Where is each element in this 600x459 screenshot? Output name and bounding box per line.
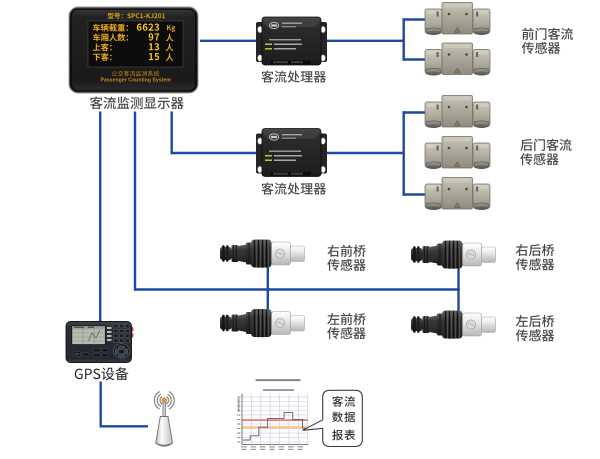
svg-text:Passenger Counting System: Passenger Counting System [101, 78, 172, 84]
